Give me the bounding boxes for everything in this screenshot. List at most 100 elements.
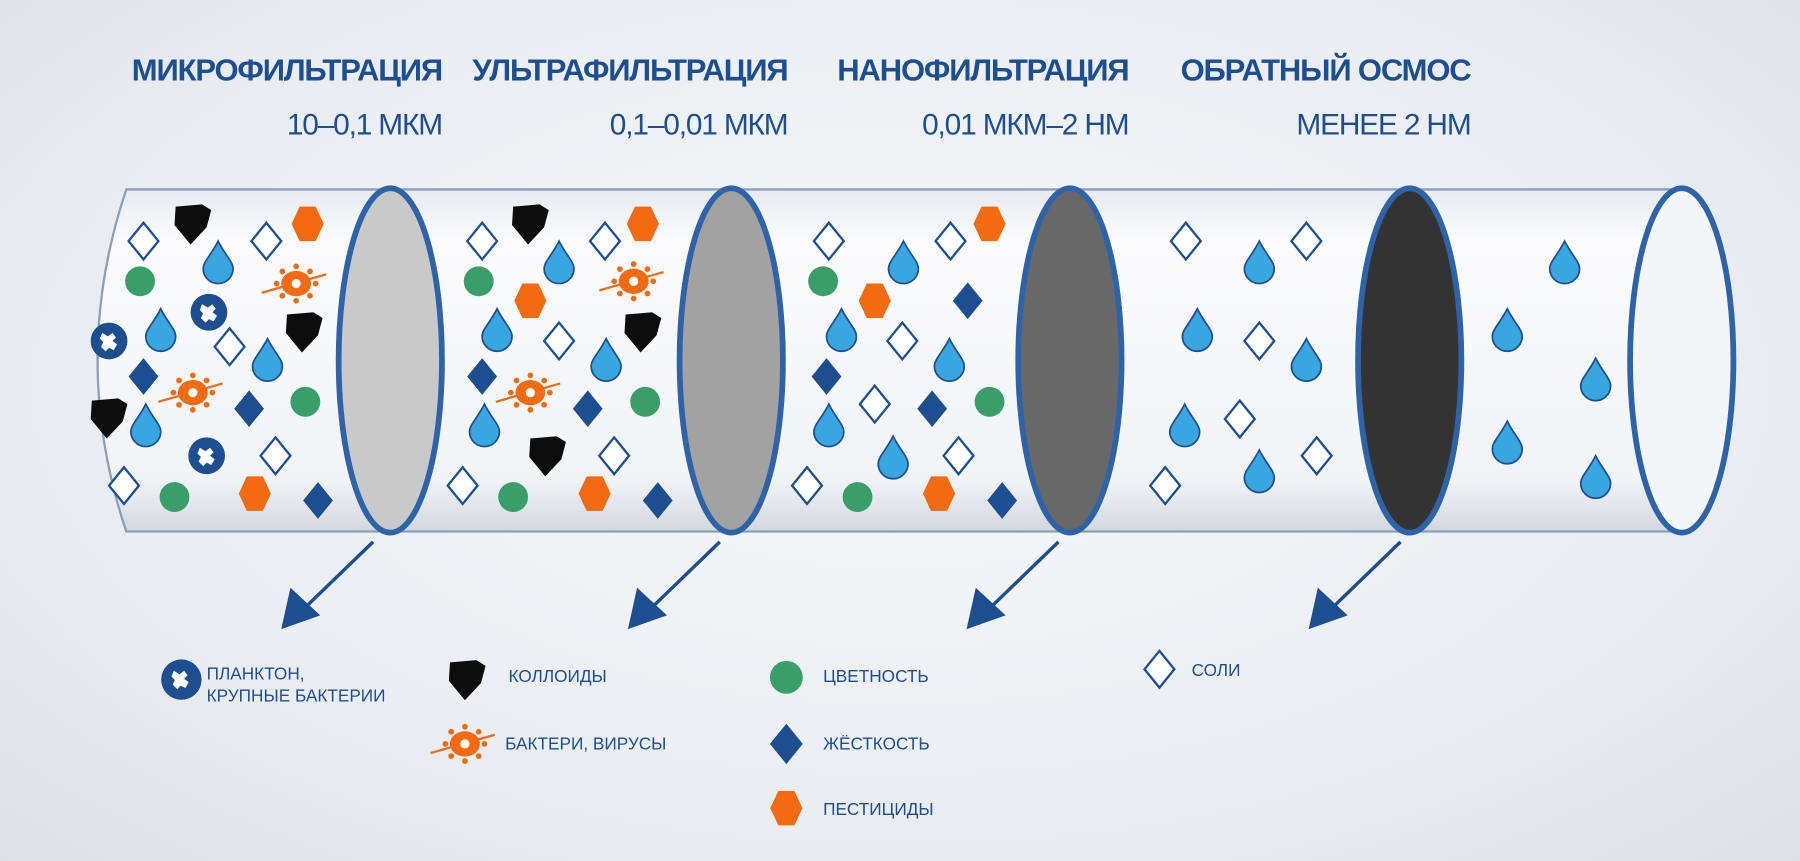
water-drop-icon <box>1579 453 1612 500</box>
hardness-icon <box>642 482 673 519</box>
water-drop-icon <box>543 239 575 285</box>
salt-icon <box>790 465 824 506</box>
pipe-outlet <box>1627 185 1737 536</box>
legend-colloids-label: КОЛЛОИДЫ <box>509 666 607 686</box>
water-drop-icon <box>887 239 920 285</box>
hardness-icon <box>769 723 803 765</box>
salt-icon <box>1148 465 1182 506</box>
hardness-icon <box>811 358 842 395</box>
color-particle-icon <box>630 386 661 417</box>
color-particle-icon <box>769 660 803 694</box>
salt-icon <box>934 220 967 262</box>
water-drop-icon <box>130 402 162 448</box>
pipe <box>96 188 1683 533</box>
color-particle-icon <box>974 386 1005 417</box>
water-drop-icon <box>202 239 234 285</box>
colloid-icon <box>90 398 128 439</box>
pesticide-icon <box>578 476 611 511</box>
stage-range-ro: МЕНЕЕ 2 НМ <box>1296 108 1470 141</box>
hardness-icon <box>917 390 948 428</box>
removal-arrow-icon <box>1308 540 1402 630</box>
salt-icon <box>1300 435 1334 476</box>
bacteria-icon <box>495 372 561 413</box>
water-drop-icon <box>1579 356 1612 402</box>
stage-title-micro: МИКРОФИЛЬТРАЦИЯ <box>132 52 442 87</box>
plankton-icon <box>161 659 202 700</box>
hardness-icon <box>987 482 1018 519</box>
pesticide-icon <box>922 476 956 511</box>
legend-color-label: ЦВЕТНОСТЬ <box>823 666 929 686</box>
water-drop-icon <box>1243 448 1276 494</box>
water-drop-icon <box>825 306 858 353</box>
membrane-3 <box>1015 185 1125 536</box>
salt-icon <box>1289 220 1323 262</box>
water-drop-icon <box>1491 419 1524 465</box>
color-particle-icon <box>290 386 321 417</box>
salt-icon <box>1242 320 1276 362</box>
pipe-body <box>96 188 1683 533</box>
salt-icon <box>107 465 141 506</box>
salt-icon <box>942 435 975 476</box>
salt-icon <box>1169 220 1203 262</box>
color-particle-icon <box>842 482 873 513</box>
water-drop-icon <box>1168 402 1201 448</box>
colloid-icon <box>174 204 212 245</box>
membrane-2 <box>676 185 786 536</box>
salt-icon <box>858 383 892 425</box>
bacteria-icon <box>261 263 327 304</box>
salt-icon <box>542 320 576 362</box>
legend-plankton-label-1: ПЛАНКТОН, <box>207 664 305 684</box>
hardness-icon <box>303 482 333 519</box>
plankton-icon <box>188 437 225 475</box>
colloid-icon <box>285 312 323 353</box>
pesticide-icon <box>770 790 803 826</box>
salt-icon <box>213 326 246 367</box>
color-particle-icon <box>125 266 155 297</box>
membrane-1 <box>335 185 445 536</box>
water-drop-icon <box>481 306 513 353</box>
water-drop-icon <box>1181 306 1214 353</box>
stage-range-micro: 10–0,1 МКМ <box>287 108 442 141</box>
pesticide-icon <box>858 283 891 318</box>
colloid-icon <box>529 436 566 477</box>
removal-arrow-icon <box>966 540 1060 630</box>
salt-icon <box>885 320 919 362</box>
water-drop-icon <box>933 336 966 382</box>
removal-arrow-icon <box>281 540 375 630</box>
legend-pesticides-label: ПЕСТИЦИДЫ <box>823 799 934 819</box>
plankton-icon <box>190 293 228 331</box>
stage-range-ultra: 0,1–0,01 МКМ <box>610 108 788 141</box>
salt-icon <box>1223 398 1257 440</box>
legend-bacteria-label: БАКТЕРИ, ВИРУСЫ <box>505 734 666 754</box>
pesticide-icon <box>238 476 271 511</box>
stage-titles: МИКРОФИЛЬТРАЦИЯ 10–0,1 МКМ УЛЬТРАФИЛЬТРА… <box>132 51 1473 141</box>
salt-icon <box>259 435 292 476</box>
salt-icon <box>465 220 499 262</box>
colloid-icon <box>624 312 662 353</box>
hardness-icon <box>234 390 265 428</box>
bacteria-icon <box>158 372 224 413</box>
colloid-icon <box>448 660 486 701</box>
salt-icon <box>1143 649 1176 690</box>
membranes <box>335 185 1737 536</box>
water-drop-icon <box>144 306 177 353</box>
hardness-icon <box>467 358 498 395</box>
water-drop-icon <box>1491 306 1524 353</box>
pesticide-icon <box>973 206 1006 242</box>
color-particle-icon <box>808 266 839 297</box>
particles <box>90 204 1612 519</box>
water-drop-icon <box>877 434 909 480</box>
water-drop-icon <box>1243 239 1276 285</box>
stage-range-nano: 0,01 МКМ–2 НМ <box>922 108 1128 141</box>
salt-icon <box>249 220 283 262</box>
legend: ПЛАНКТОН, КРУПНЫЕ БАКТЕРИИ КОЛЛОИДЫ БАКТ… <box>161 649 1240 826</box>
salt-icon <box>127 220 160 262</box>
stage-title-nano: НАНОФИЛЬТРАЦИЯ <box>837 52 1128 87</box>
bacteria-icon <box>598 261 664 302</box>
salt-icon <box>446 465 480 506</box>
bacteria-icon <box>430 723 496 764</box>
water-drop-icon <box>251 336 284 382</box>
water-drop-icon <box>1548 239 1581 285</box>
salt-icon <box>588 220 622 262</box>
